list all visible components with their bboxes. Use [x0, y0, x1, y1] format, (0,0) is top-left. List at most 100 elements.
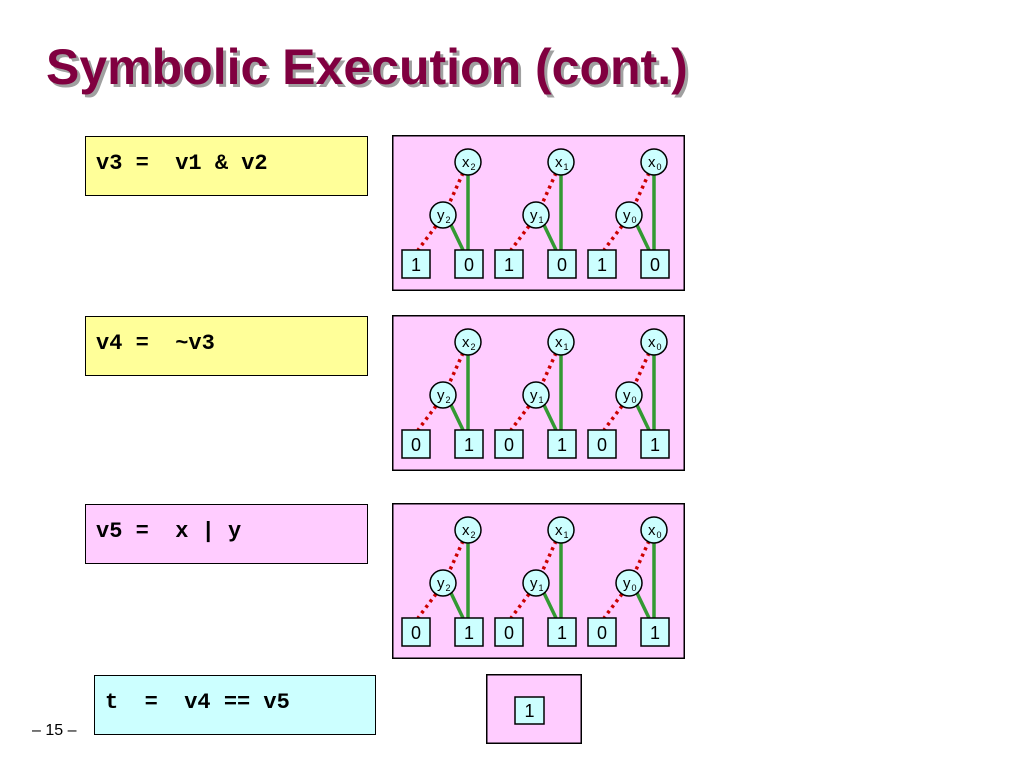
terminal-node — [587, 249, 617, 279]
terminal-node — [640, 249, 670, 279]
terminal-label: 1 — [504, 255, 514, 275]
terminal-label: 0 — [464, 255, 474, 275]
y-var-node-subscript: 1 — [539, 583, 544, 593]
x-var-node-label: x — [648, 154, 656, 171]
y-var-node-subscript: 2 — [446, 395, 451, 405]
terminal-node — [401, 249, 431, 279]
low-edge — [602, 224, 624, 252]
terminal-node — [547, 429, 577, 459]
terminal-label: 0 — [504, 435, 514, 455]
y-var-node-label: y — [530, 207, 538, 224]
high-edge — [449, 404, 465, 431]
y-var-node-label: y — [530, 575, 538, 592]
high-edge — [542, 224, 558, 251]
code-v4: v4 = ~v3 — [85, 316, 368, 376]
x-var-node-subscript: 0 — [657, 530, 662, 540]
low-edge — [447, 172, 465, 205]
low-edge — [416, 592, 438, 620]
y-var-node-label: y — [623, 575, 631, 592]
low-edge — [633, 172, 651, 205]
high-edge — [635, 224, 651, 251]
x-var-node-label: x — [462, 154, 470, 171]
low-edge — [602, 404, 624, 432]
y-var-node — [429, 569, 457, 597]
y-var-node-label: y — [437, 387, 445, 404]
terminal-label: 0 — [597, 623, 607, 643]
terminal-node — [587, 429, 617, 459]
terminal-node — [547, 249, 577, 279]
y-var-node-label: y — [437, 207, 445, 224]
x-var-node-subscript: 2 — [471, 162, 476, 172]
high-edge — [542, 404, 558, 431]
high-edge — [449, 224, 465, 251]
y-var-node-subscript: 2 — [446, 583, 451, 593]
low-edge — [633, 352, 651, 385]
low-edge — [509, 404, 531, 432]
y-var-node-subscript: 0 — [632, 215, 637, 225]
high-edge — [542, 592, 558, 619]
terminal-label: 1 — [557, 435, 567, 455]
terminal-label: 0 — [650, 255, 660, 275]
terminal-node — [401, 617, 431, 647]
terminal-node — [494, 249, 524, 279]
high-edge — [449, 592, 465, 619]
y-var-node — [615, 201, 643, 229]
terminal-label: 1 — [464, 623, 474, 643]
y-var-node — [615, 569, 643, 597]
y-var-node-label: y — [437, 575, 445, 592]
x-var-node-label: x — [462, 334, 470, 351]
y-var-node — [615, 381, 643, 409]
terminal-label: 0 — [597, 435, 607, 455]
x-var-node — [454, 328, 482, 356]
y-var-node — [429, 201, 457, 229]
terminal-node — [587, 617, 617, 647]
low-edge — [540, 172, 558, 205]
x-var-node — [454, 516, 482, 544]
x-var-node — [547, 148, 575, 176]
bdd-t: 1 — [486, 674, 582, 744]
terminal-node — [454, 249, 484, 279]
low-edge — [416, 404, 438, 432]
terminal-label: 1 — [464, 435, 474, 455]
y-var-node-subscript: 0 — [632, 583, 637, 593]
y-var-node-subscript: 0 — [632, 395, 637, 405]
x-var-node-subscript: 0 — [657, 342, 662, 352]
high-edge — [635, 592, 651, 619]
terminal-node — [514, 696, 545, 725]
x-var-node — [547, 516, 575, 544]
y-var-node — [429, 381, 457, 409]
x-var-node-subscript: 0 — [657, 162, 662, 172]
terminal-label: 0 — [557, 255, 567, 275]
y-var-node — [522, 201, 550, 229]
low-edge — [447, 540, 465, 573]
terminal-node — [454, 617, 484, 647]
low-edge — [540, 352, 558, 385]
terminal-node — [547, 617, 577, 647]
x-var-node-subscript: 1 — [564, 530, 569, 540]
terminal-node — [454, 429, 484, 459]
terminal-label: 0 — [411, 435, 421, 455]
x-var-node — [640, 516, 668, 544]
code-t: t = v4 == v5 — [94, 675, 376, 735]
terminal-label: 0 — [504, 623, 514, 643]
terminal-node — [494, 617, 524, 647]
x-var-node-label: x — [555, 522, 563, 539]
x-var-node-subscript: 1 — [564, 342, 569, 352]
y-var-node-subscript: 2 — [446, 215, 451, 225]
code-v3: v3 = v1 & v2 — [85, 136, 368, 196]
x-var-node-label: x — [462, 522, 470, 539]
x-var-node-label: x — [648, 334, 656, 351]
terminal-label: 1 — [597, 255, 607, 275]
high-edge — [635, 404, 651, 431]
low-edge — [447, 352, 465, 385]
terminal-node — [494, 429, 524, 459]
low-edge — [509, 592, 531, 620]
